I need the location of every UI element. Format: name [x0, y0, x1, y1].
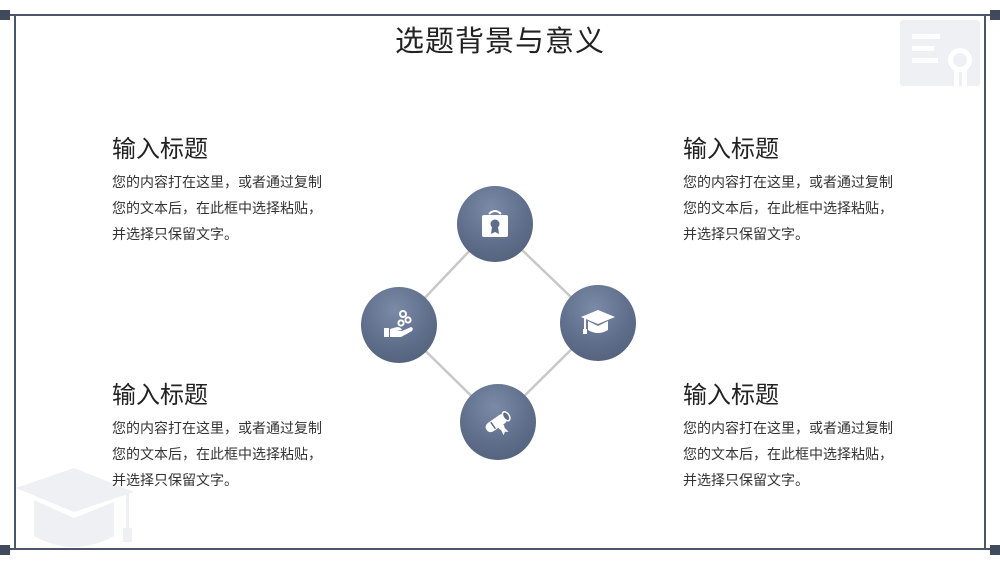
block-heading: 输入标题: [112, 381, 208, 409]
frame-right-border: [984, 14, 986, 550]
frame-corner: [990, 545, 1000, 555]
text-block-bottom-right: 输入标题 您的内容打在这里，或者通过复制您的文本后，在此框中选择粘贴，并选择只保…: [683, 378, 923, 494]
block-body: 您的内容打在这里，或者通过复制您的文本后，在此框中选择粘贴，并选择只保留文字。: [112, 421, 322, 489]
text-block-bottom-left: 输入标题 您的内容打在这里，或者通过复制您的文本后，在此框中选择粘贴，并选择只保…: [112, 378, 352, 494]
certificate-node: [457, 186, 533, 262]
hand-coins-node: [361, 287, 437, 363]
text-block-top-right: 输入标题 您的内容打在这里，或者通过复制您的文本后，在此框中选择粘贴，并选择只保…: [683, 132, 923, 248]
block-heading: 输入标题: [683, 381, 779, 409]
text-block-top-left: 输入标题 您的内容打在这里，或者通过复制您的文本后，在此框中选择粘贴，并选择只保…: [112, 132, 352, 248]
graduation-cap-icon: [581, 310, 615, 334]
graduation-cap-node: [560, 285, 636, 361]
graduation-cap-watermark-icon: [16, 468, 134, 547]
diploma-scroll-node: [460, 384, 536, 460]
page-title: 选题背景与意义: [394, 24, 605, 58]
hand-coins-icon: [384, 310, 413, 337]
block-heading: 输入标题: [683, 135, 779, 163]
frame-corner: [0, 10, 10, 20]
frame-left-border: [14, 14, 16, 550]
block-body: 您的内容打在这里，或者通过复制您的文本后，在此框中选择粘贴，并选择只保留文字。: [112, 175, 322, 243]
frame-bottom-border: [0, 548, 1000, 550]
diploma-scroll-icon: [485, 411, 511, 436]
frame-corner: [990, 10, 1000, 20]
certificate-icon: [482, 210, 508, 237]
block-body: 您的内容打在这里，或者通过复制您的文本后，在此框中选择粘贴，并选择只保留文字。: [683, 421, 893, 489]
block-body: 您的内容打在这里，或者通过复制您的文本后，在此框中选择粘贴，并选择只保留文字。: [683, 175, 893, 243]
frame-corner: [0, 545, 10, 555]
certificate-watermark-icon: [900, 20, 980, 86]
frame-top: [0, 0, 1000, 16]
block-heading: 输入标题: [112, 135, 208, 163]
frame-top-border: [0, 14, 1000, 16]
